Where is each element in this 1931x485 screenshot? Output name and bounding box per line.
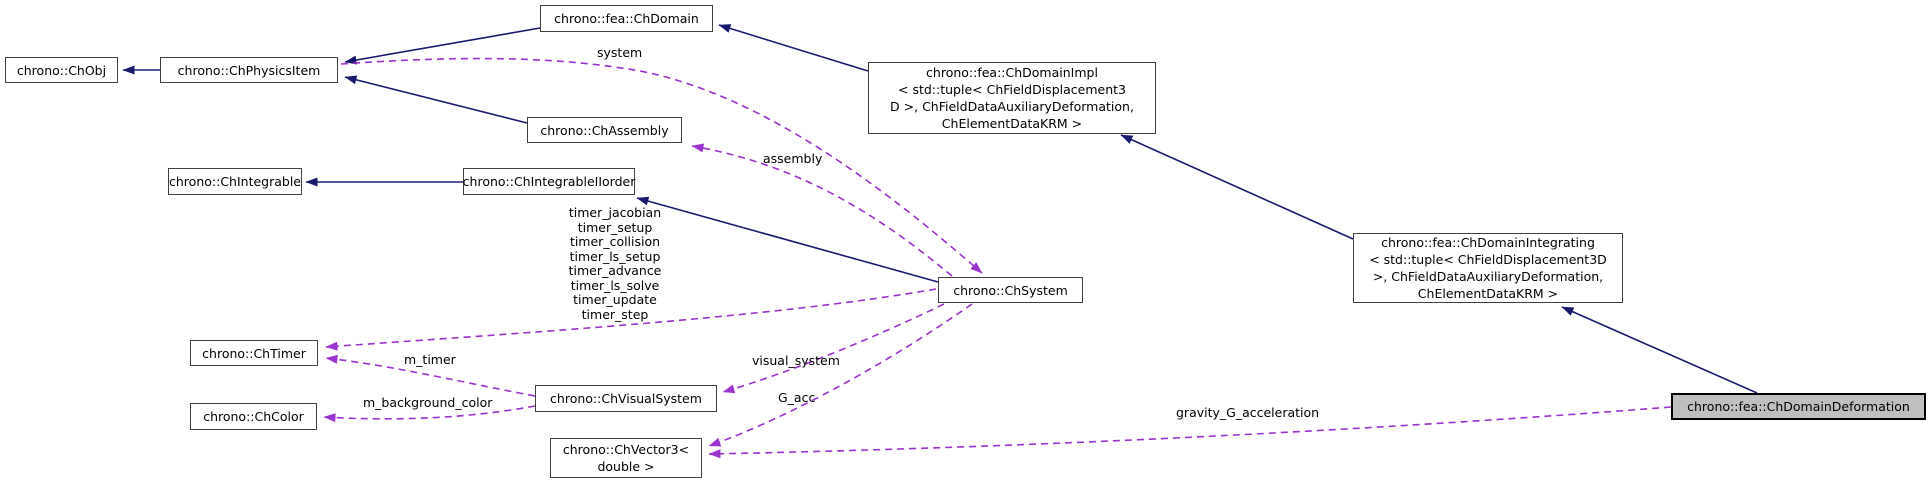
edge-mtimer-member [325, 354, 536, 397]
edge-assembly-member [691, 143, 953, 277]
edge-label-gravity-g-acceleration: gravity_G_acceleration [1176, 405, 1320, 420]
node-chdomaindeformation[interactable]: chrono::fea::ChDomainDeformation [1671, 393, 1926, 420]
edge-domain-to-physicsitem [344, 27, 541, 65]
node-chassembly[interactable]: chrono::ChAssembly [527, 117, 682, 143]
edge-label-assembly: assembly [763, 151, 823, 166]
edge-label-system: system [597, 45, 643, 60]
edge-visual-system-member [722, 303, 945, 394]
edge-label-g-acc: G_acc [778, 390, 816, 405]
edge-gacc-member [708, 303, 973, 447]
edge-label-m-timer: m_timer [404, 352, 456, 367]
node-chintegrable[interactable]: chrono::ChIntegrable [168, 168, 302, 195]
edge-background-color-member [323, 405, 536, 423]
edge-label-visual-system: visual_system [752, 353, 840, 368]
edge-system-member [340, 57, 983, 274]
edge-system-to-iiorder [636, 196, 939, 283]
node-chsystem[interactable]: chrono::ChSystem [938, 277, 1083, 303]
edge-label-timers: timer_jacobian timer_setup timer_collisi… [568, 205, 662, 322]
node-chdomain[interactable]: chrono::fea::ChDomain [540, 5, 713, 32]
edge-label-m-background-color: m_background_color [363, 395, 493, 410]
edge-timers-member [325, 288, 937, 351]
edge-assembly-to-physicsitem [344, 75, 528, 124]
node-chphysicsitem[interactable]: chrono::ChPhysicsItem [160, 57, 338, 83]
edge-gravity-member [708, 406, 1672, 459]
edge-deformation-to-integrating [1561, 306, 1758, 394]
node-chdomainimpl[interactable]: chrono::fea::ChDomainImpl < std::tuple< … [868, 62, 1156, 134]
edge-domainimpl-to-domain [718, 24, 869, 72]
node-chvisualsystem[interactable]: chrono::ChVisualSystem [535, 385, 717, 412]
node-chtimer[interactable]: chrono::ChTimer [190, 340, 318, 366]
edge-integrating-to-domainimpl [1120, 134, 1354, 240]
node-chcolor[interactable]: chrono::ChColor [190, 403, 317, 430]
node-chvector3[interactable]: chrono::ChVector3< double > [550, 438, 702, 478]
node-chdomainintegrating[interactable]: chrono::fea::ChDomainIntegrating < std::… [1353, 233, 1623, 303]
node-chintegrableiiorder[interactable]: chrono::ChIntegrableIIorder [463, 168, 635, 195]
node-chobj[interactable]: chrono::ChObj [5, 57, 118, 83]
